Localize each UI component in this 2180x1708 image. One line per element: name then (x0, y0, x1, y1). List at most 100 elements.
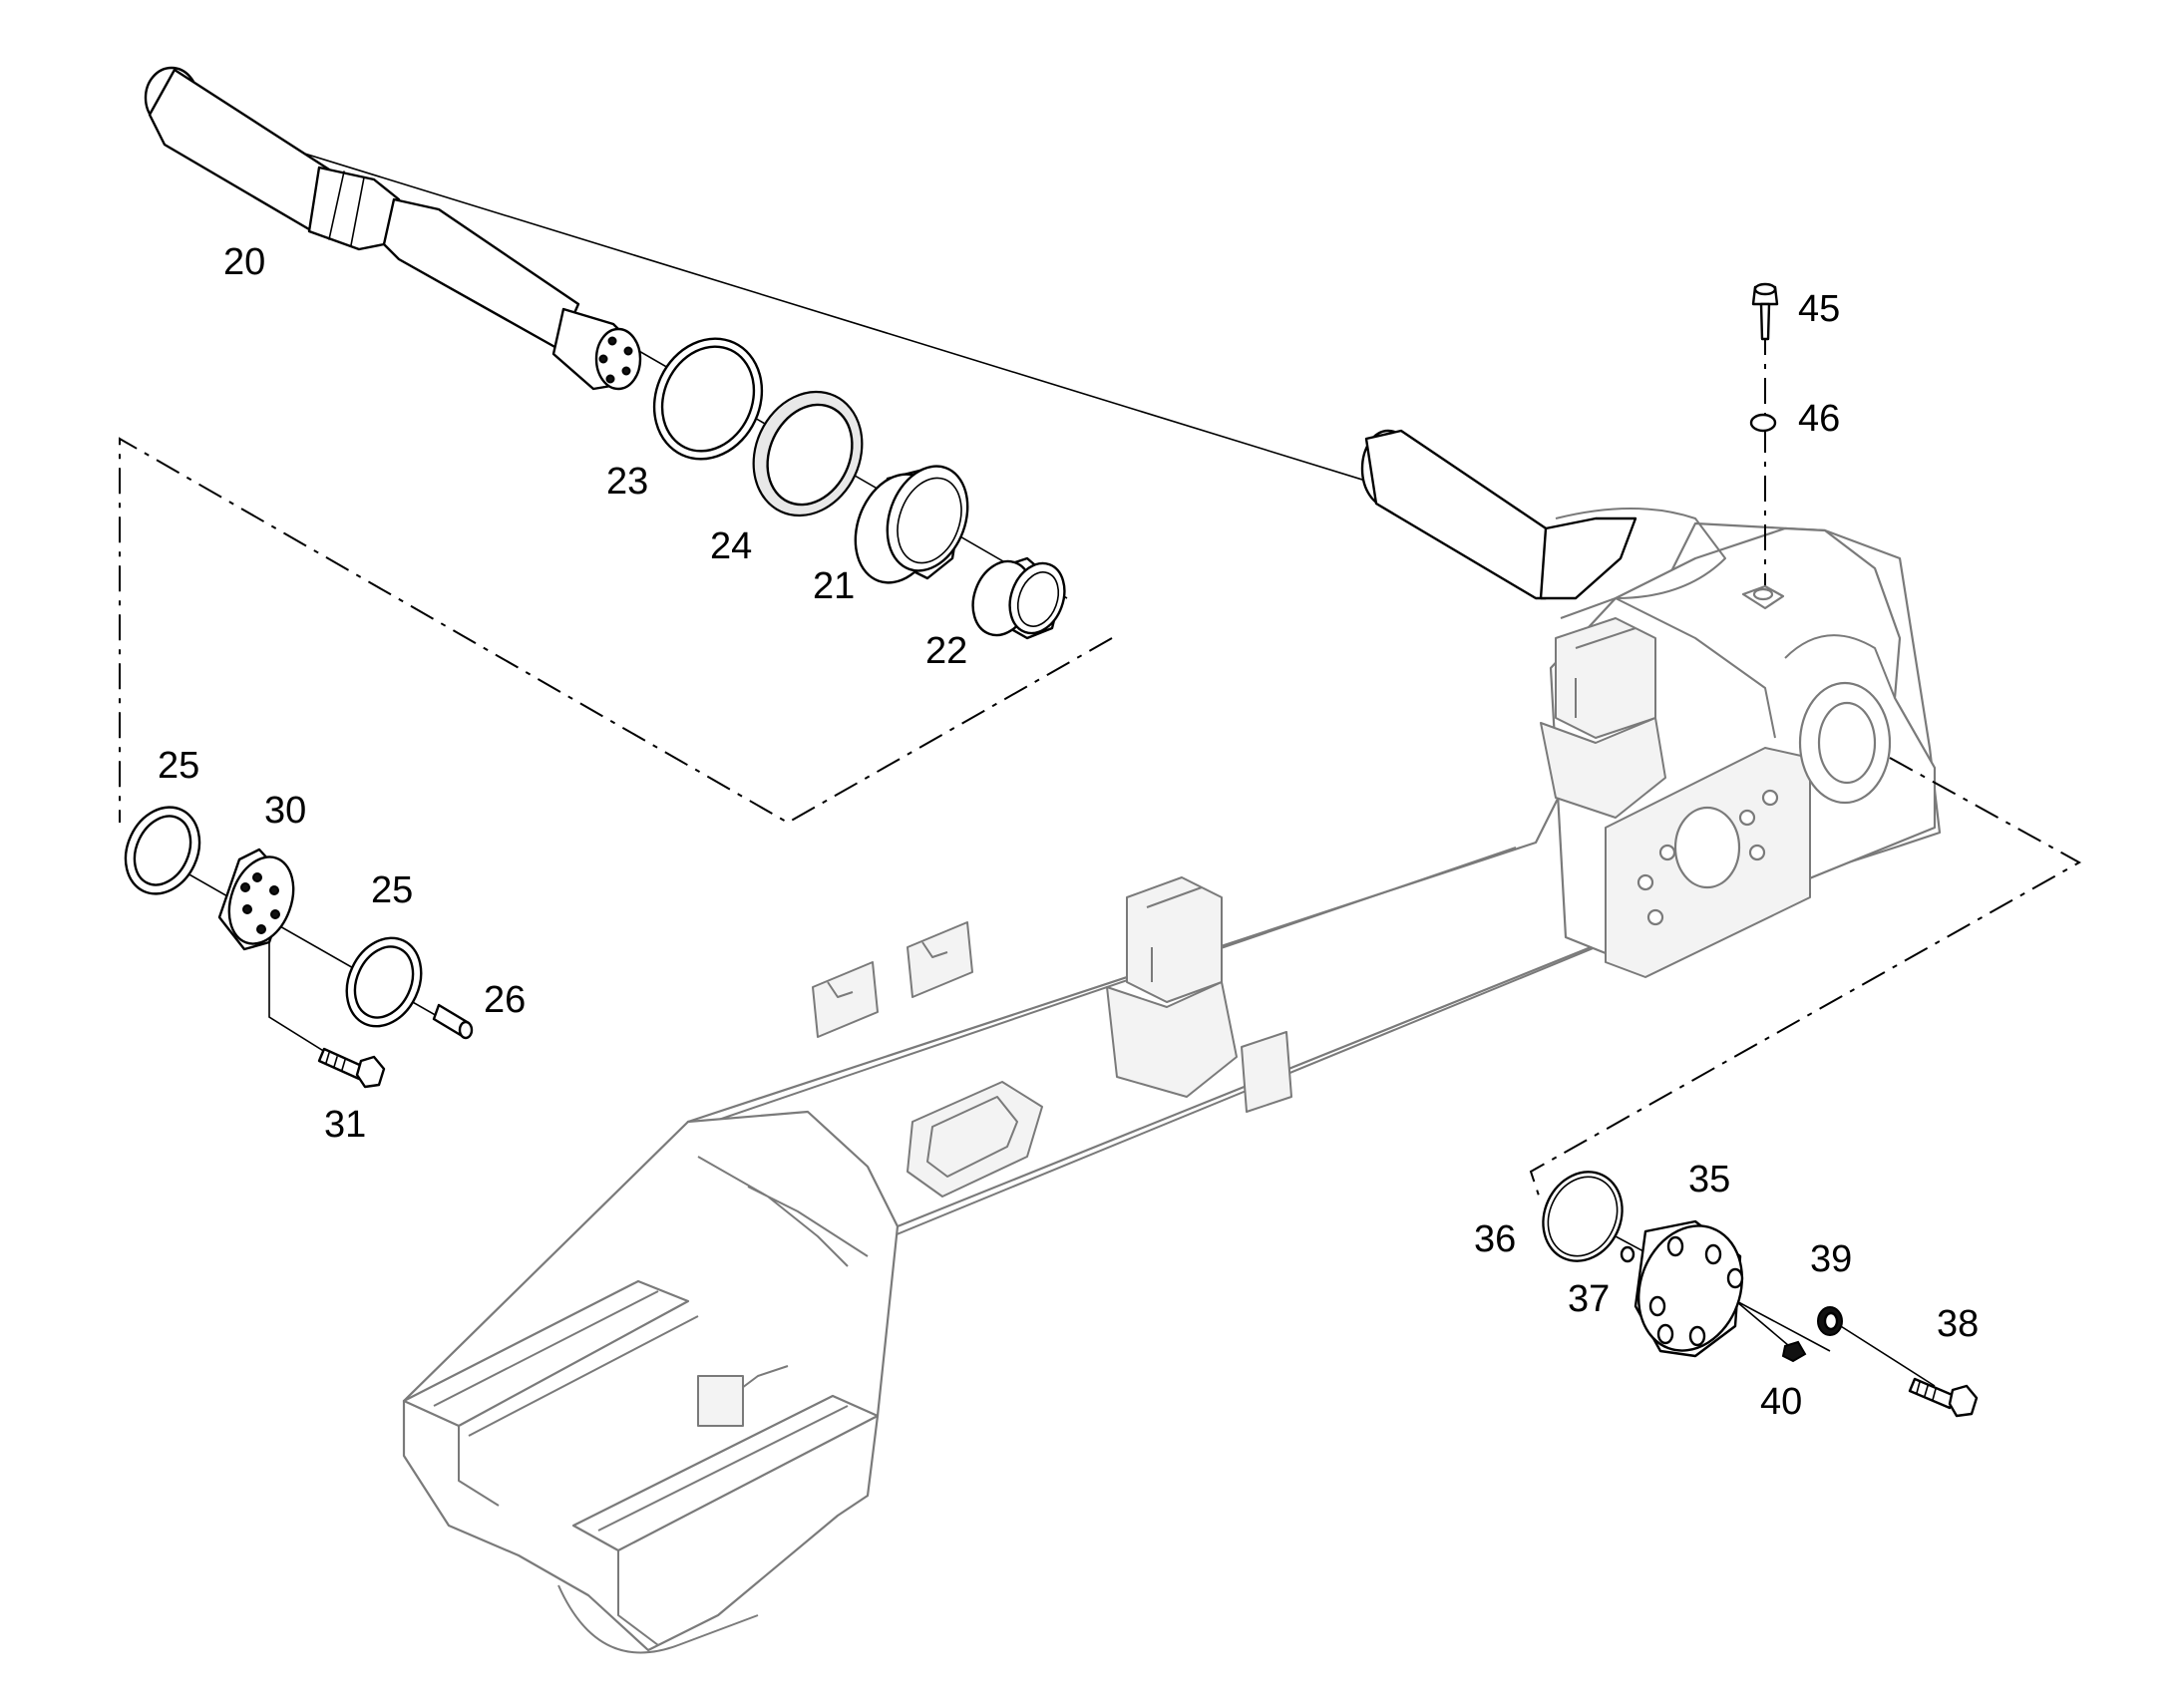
pin-tip-hole (621, 366, 631, 376)
frame-plate-hole (1658, 844, 1676, 861)
part-25a-shim (124, 806, 201, 895)
label-part-26: 26 (484, 979, 526, 1021)
dowel-26-end (458, 1020, 474, 1040)
pin-shaft-body (148, 68, 331, 231)
right-pin-body (1364, 429, 1563, 600)
assembly-bracket-left (119, 437, 1113, 825)
oring-36-outer (1542, 1171, 1624, 1262)
pin-tip-hole (607, 336, 617, 346)
right-pin-collar (1539, 516, 1637, 600)
part-37-pin (1620, 1245, 1635, 1263)
part-24-seal (752, 390, 864, 517)
pin-collar-rings (328, 171, 365, 246)
bolt-38-shank (1908, 1377, 1957, 1410)
frame-rear-curve (557, 1584, 759, 1654)
label-part-35: 35 (1688, 1159, 1730, 1200)
frame-inspection-cover-inner (926, 1096, 1018, 1178)
bushing-22-bore (1016, 571, 1060, 627)
right-pin-housing (1555, 508, 1726, 619)
frame-plate-hole (1748, 844, 1766, 861)
part-25b-shim (345, 936, 423, 1028)
label-part-22: 22 (925, 630, 967, 672)
frame-front-head-edge (1615, 597, 1776, 739)
frame-plate-bore (1673, 806, 1741, 889)
bolt-31-thread (325, 1052, 346, 1071)
frame-mount-block-middle-slot (1146, 886, 1203, 982)
label-part-21: 21 (813, 565, 855, 607)
seal-24-inner (766, 403, 854, 507)
part-30-washer (217, 848, 295, 951)
cover-35-hole (1704, 1243, 1722, 1265)
oring-36-inner (1547, 1176, 1619, 1257)
washer-30-face (227, 855, 295, 945)
washer-30-hole (269, 885, 279, 895)
frame-rear-block (697, 1375, 744, 1427)
label-part-25-left: 25 (158, 745, 199, 787)
part-46-ring (1749, 413, 1777, 433)
frame-mount-block-middle-lower (1106, 981, 1238, 1098)
frame-plate-hole (1761, 789, 1779, 807)
part-31-bolt (317, 1047, 386, 1089)
washer-30-hole (242, 904, 252, 914)
fitting-45-stem (1759, 302, 1771, 341)
label-part-37: 37 (1568, 1278, 1610, 1320)
assembly-bracket-right (1529, 757, 2082, 1202)
frame-tooth-block (812, 961, 879, 1038)
cover-35-hole (1726, 1267, 1744, 1289)
part-23-ring (652, 337, 764, 461)
frame-pivot-bore (1817, 701, 1877, 785)
label-part-30: 30 (264, 790, 306, 832)
pin-tip-hole (605, 374, 615, 384)
frame-plate-hole (1646, 908, 1664, 926)
assembly-axis-main (258, 139, 1457, 510)
washer-30-hole (256, 924, 266, 934)
label-part-25-right: 25 (371, 869, 413, 911)
label-part-38: 38 (1937, 1303, 1979, 1345)
bolt-38-head (1948, 1384, 1979, 1418)
frame-right-pin (1360, 429, 1726, 619)
frame-tooth-block (907, 921, 973, 998)
frame-rear-pad-right-slot (597, 1405, 849, 1532)
cover-35-hole (1688, 1325, 1706, 1347)
shim-25a-inner (133, 815, 192, 886)
frame-mount-block-middle (1126, 876, 1223, 1003)
cover-35-hole (1666, 1235, 1684, 1257)
frame-rear-fork (402, 1110, 900, 1652)
plug-40 (1781, 1340, 1807, 1363)
ring-46 (1749, 413, 1777, 433)
part-45-fitting (1751, 282, 1779, 341)
bolt-38-thread (1916, 1381, 1937, 1401)
grease-boss-top (1752, 587, 1774, 601)
frame-grease-boss (1741, 584, 1785, 610)
washer-39-inner (1823, 1311, 1839, 1331)
ring-23-inner (660, 345, 756, 453)
part-40-plug (1781, 1340, 1807, 1363)
part-21-bushing (854, 465, 969, 584)
part-22-bushing (971, 556, 1066, 640)
part-36-oring (1542, 1171, 1624, 1262)
cover-35-face (1636, 1224, 1744, 1352)
frame-rear-pad-right (571, 1394, 880, 1552)
frame-tooth-notch (827, 941, 948, 998)
label-part-31: 31 (324, 1104, 366, 1146)
label-part-39: 39 (1810, 1238, 1852, 1280)
frame-pivot-hood (1784, 634, 1896, 699)
pin-37 (1620, 1245, 1635, 1263)
label-part-36: 36 (1474, 1218, 1516, 1260)
frame-side-bracket (1241, 1031, 1292, 1113)
part-20-pin (144, 66, 642, 391)
label-part-46: 46 (1798, 398, 1840, 440)
frame-plate-hole (1738, 809, 1756, 827)
frame-mount-block-front-slot (1575, 627, 1636, 718)
frame-plate-hole (1636, 873, 1654, 891)
pin-tip-hole (623, 346, 633, 356)
label-part-24: 24 (710, 525, 752, 567)
cover-35-hole (1656, 1323, 1674, 1345)
frame-rear-pad-left-slot (433, 1290, 699, 1437)
shim-25b-inner (353, 945, 415, 1019)
part-labels: 20 21 22 23 24 25 25 26 30 31 35 36 37 3… (158, 241, 1979, 1423)
frame-rear-pad-left (402, 1279, 690, 1428)
part-39-washer (1817, 1306, 1843, 1336)
pin-taper (382, 197, 580, 351)
